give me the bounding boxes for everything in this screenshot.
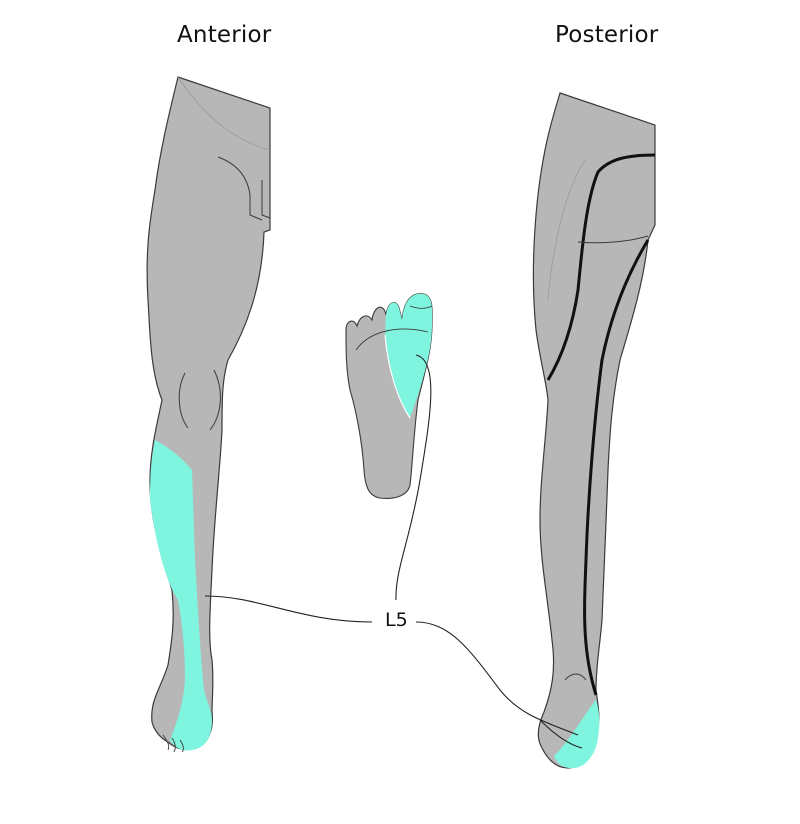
plantar-l5-region [385,293,433,418]
leader-line-anterior [204,595,373,623]
plantar-foot [345,293,433,499]
leader-line-plantar [395,354,432,601]
anterior-l5-region [150,440,212,751]
anterior-view-title: Anterior [177,22,272,48]
l5-leader-lines [204,354,583,749]
leader-line-posterior [415,621,579,736]
posterior-leg [532,92,656,769]
l5-dermatome-label: L5 [385,609,408,631]
anterior-leg [146,76,271,753]
posterior-view-title: Posterior [555,22,659,48]
anterior-leg-silhouette [146,76,271,751]
